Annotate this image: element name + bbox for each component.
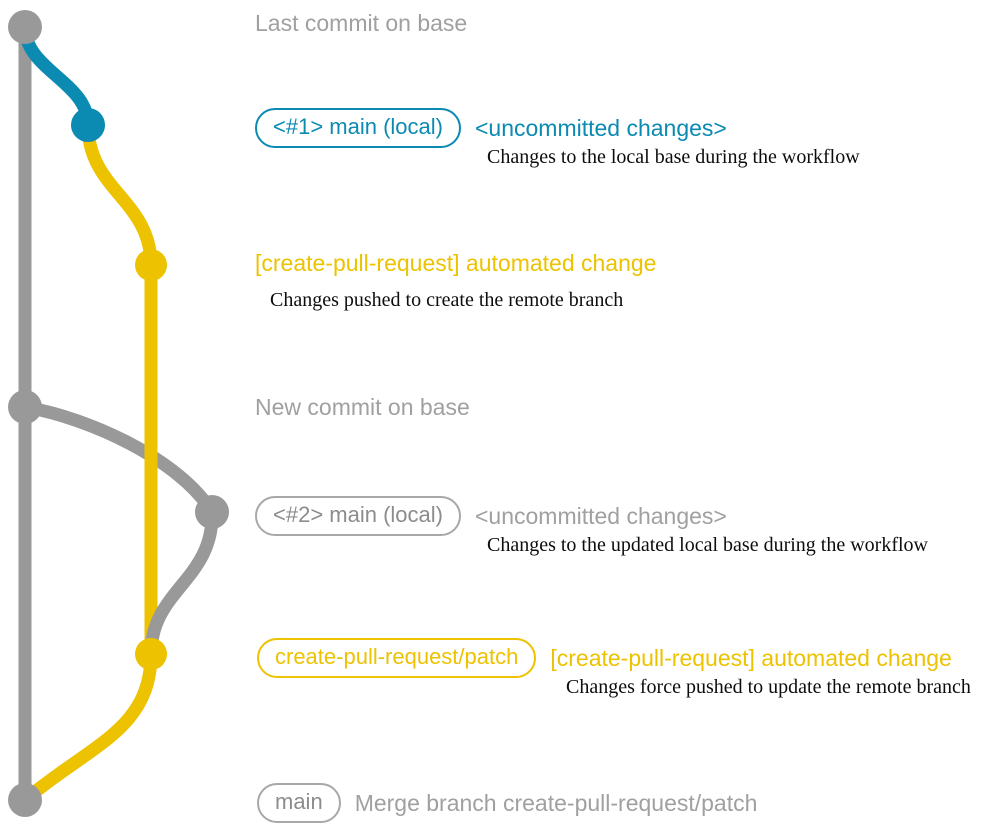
commit-note-local-2: Changes to the updated local base during… bbox=[487, 534, 928, 556]
commit-row-local-1: <#1> main (local) <uncommitted changes> bbox=[255, 108, 727, 148]
commit-subject: [create-pull-request] automated change bbox=[255, 250, 657, 276]
commit-subject: [create-pull-request] automated change bbox=[550, 644, 952, 671]
branch-ref-pill-main-local-2[interactable]: <#2> main (local) bbox=[255, 496, 461, 536]
commit-subject: New commit on base bbox=[255, 394, 470, 420]
commit-row-local-2: <#2> main (local) <uncommitted changes> bbox=[255, 496, 727, 536]
branch-ref-pill-main[interactable]: main bbox=[257, 783, 341, 823]
patch-branch-curve-upper bbox=[81, 118, 158, 272]
commit-note-local-1: Changes to the local base during the wor… bbox=[487, 146, 860, 168]
commit-note-patch-1: Changes pushed to create the remote bran… bbox=[270, 289, 624, 311]
commit-dot-local-2[interactable] bbox=[195, 495, 229, 529]
commit-row-base-new: New commit on base bbox=[255, 396, 470, 419]
commit-subject: Merge branch create-pull-request/patch bbox=[354, 789, 758, 816]
commit-row-base-last: Last commit on base bbox=[255, 12, 467, 35]
commit-row-patch-1: [create-pull-request] automated change bbox=[255, 252, 656, 275]
branch-ref-pill-main-local-1[interactable]: <#1> main (local) bbox=[255, 108, 461, 148]
local-branch-curve bbox=[18, 20, 95, 132]
commit-note-patch-2: Changes force pushed to update the remot… bbox=[566, 676, 971, 698]
local2-branch-curve bbox=[18, 400, 219, 519]
commit-subject: Last commit on base bbox=[255, 10, 468, 36]
commit-row-merge: main Merge branch create-pull-request/pa… bbox=[257, 783, 757, 823]
commit-subject: <uncommitted changes> bbox=[474, 114, 727, 141]
patch-merge-curve bbox=[18, 647, 158, 807]
commit-dot-patch-2[interactable] bbox=[135, 638, 167, 670]
commit-dot-base-last[interactable] bbox=[8, 10, 42, 44]
commit-dot-merge[interactable] bbox=[8, 783, 42, 817]
commit-dot-local-1[interactable] bbox=[71, 108, 105, 142]
commit-row-patch-2: create-pull-request/patch [create-pull-r… bbox=[257, 638, 952, 678]
branch-ref-pill-create-pull-request-patch[interactable]: create-pull-request/patch bbox=[257, 638, 537, 678]
local2-to-patch2-curve bbox=[144, 505, 219, 661]
commit-dot-patch-1[interactable] bbox=[135, 249, 167, 281]
commit-subject: <uncommitted changes> bbox=[474, 502, 727, 529]
commit-dot-base-new[interactable] bbox=[8, 390, 42, 424]
